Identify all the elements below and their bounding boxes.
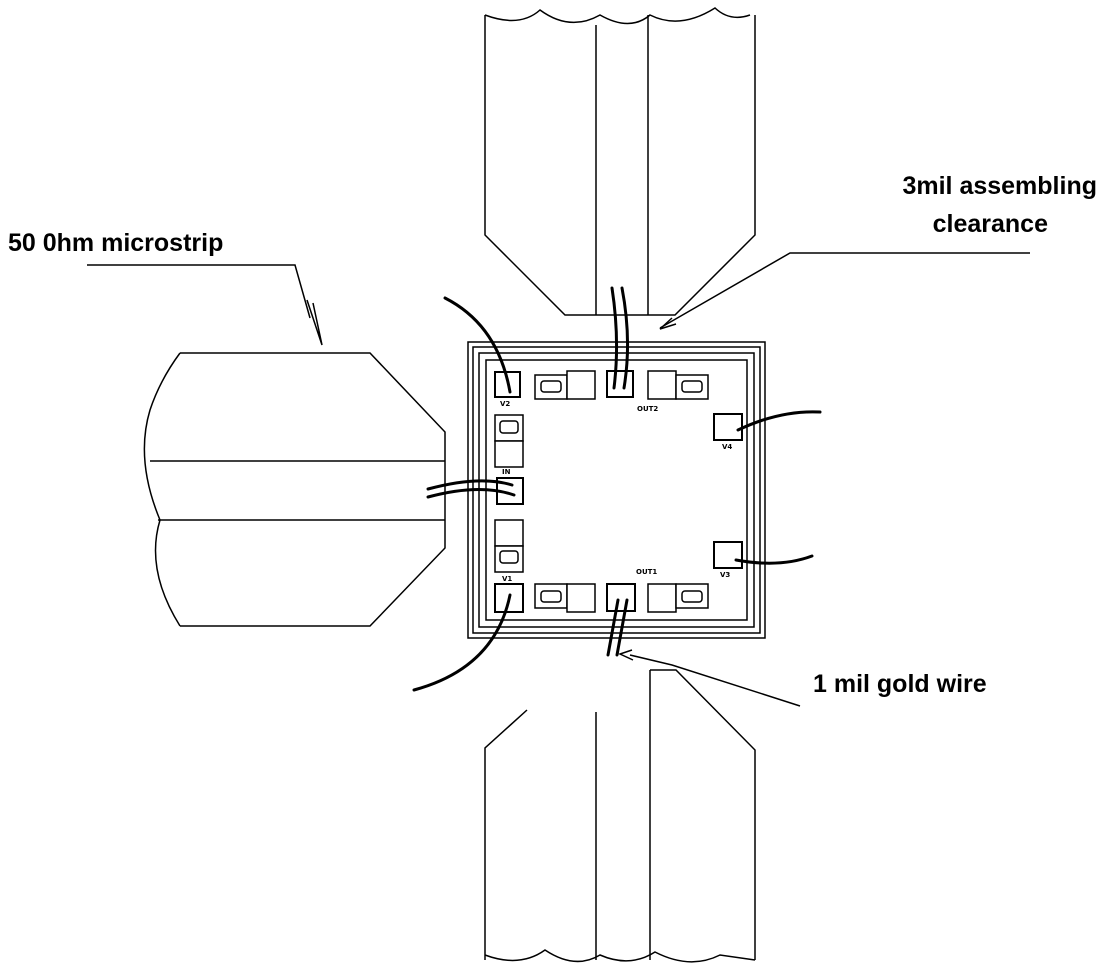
bottom-microstrip xyxy=(484,669,756,963)
pad-label-out2: OUT2 xyxy=(637,405,658,413)
pad-label-v3: V3 xyxy=(720,571,730,579)
pad-label-v4: V4 xyxy=(722,443,732,451)
top-microstrip xyxy=(484,7,756,316)
callout-leaders xyxy=(87,252,1030,707)
pad-label-v2: V2 xyxy=(500,400,510,408)
pad-labels: V2 OUT2 IN V1 OUT1 V4 V3 xyxy=(500,400,732,583)
microstrip-callout: 50 0hm microstrip xyxy=(8,229,223,257)
bond-wires xyxy=(412,286,822,692)
clearance-callout-line1: 3mil assembling xyxy=(902,172,1097,200)
pad-label-in: IN xyxy=(502,468,511,476)
left-microstrip xyxy=(143,352,446,627)
gold-wire-callout: 1 mil gold wire xyxy=(813,670,987,698)
pad-label-out1: OUT1 xyxy=(636,568,657,576)
pad-label-v1: V1 xyxy=(502,575,512,583)
chip-components xyxy=(494,370,743,613)
clearance-callout-line2: clearance xyxy=(933,210,1048,238)
